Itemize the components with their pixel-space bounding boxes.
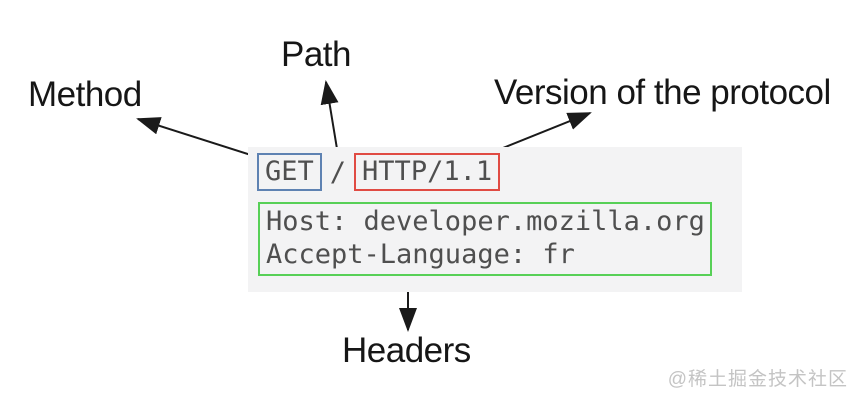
watermark: @稀土掘金技术社区 — [667, 369, 848, 390]
version-label: Version of the protocol — [494, 73, 831, 112]
headers-box: Host: developer.mozilla.org Accept-Langu… — [258, 202, 712, 276]
headers-label: Headers — [342, 331, 471, 370]
header-line-host: Host: developer.mozilla.org — [266, 206, 705, 237]
request-line: GET / HTTP/1.1 — [257, 153, 501, 191]
path-value: / — [329, 156, 347, 188]
method-arrow — [136, 117, 258, 158]
header-line-accept-language: Accept-Language: fr — [266, 239, 575, 270]
request-code-panel: GET / HTTP/1.1 Host: developer.mozilla.o… — [248, 147, 742, 292]
path-label: Path — [281, 35, 352, 74]
method-value: GET — [257, 153, 322, 191]
protocol-value: HTTP/1.1 — [354, 153, 501, 191]
method-label: Method — [28, 75, 142, 114]
